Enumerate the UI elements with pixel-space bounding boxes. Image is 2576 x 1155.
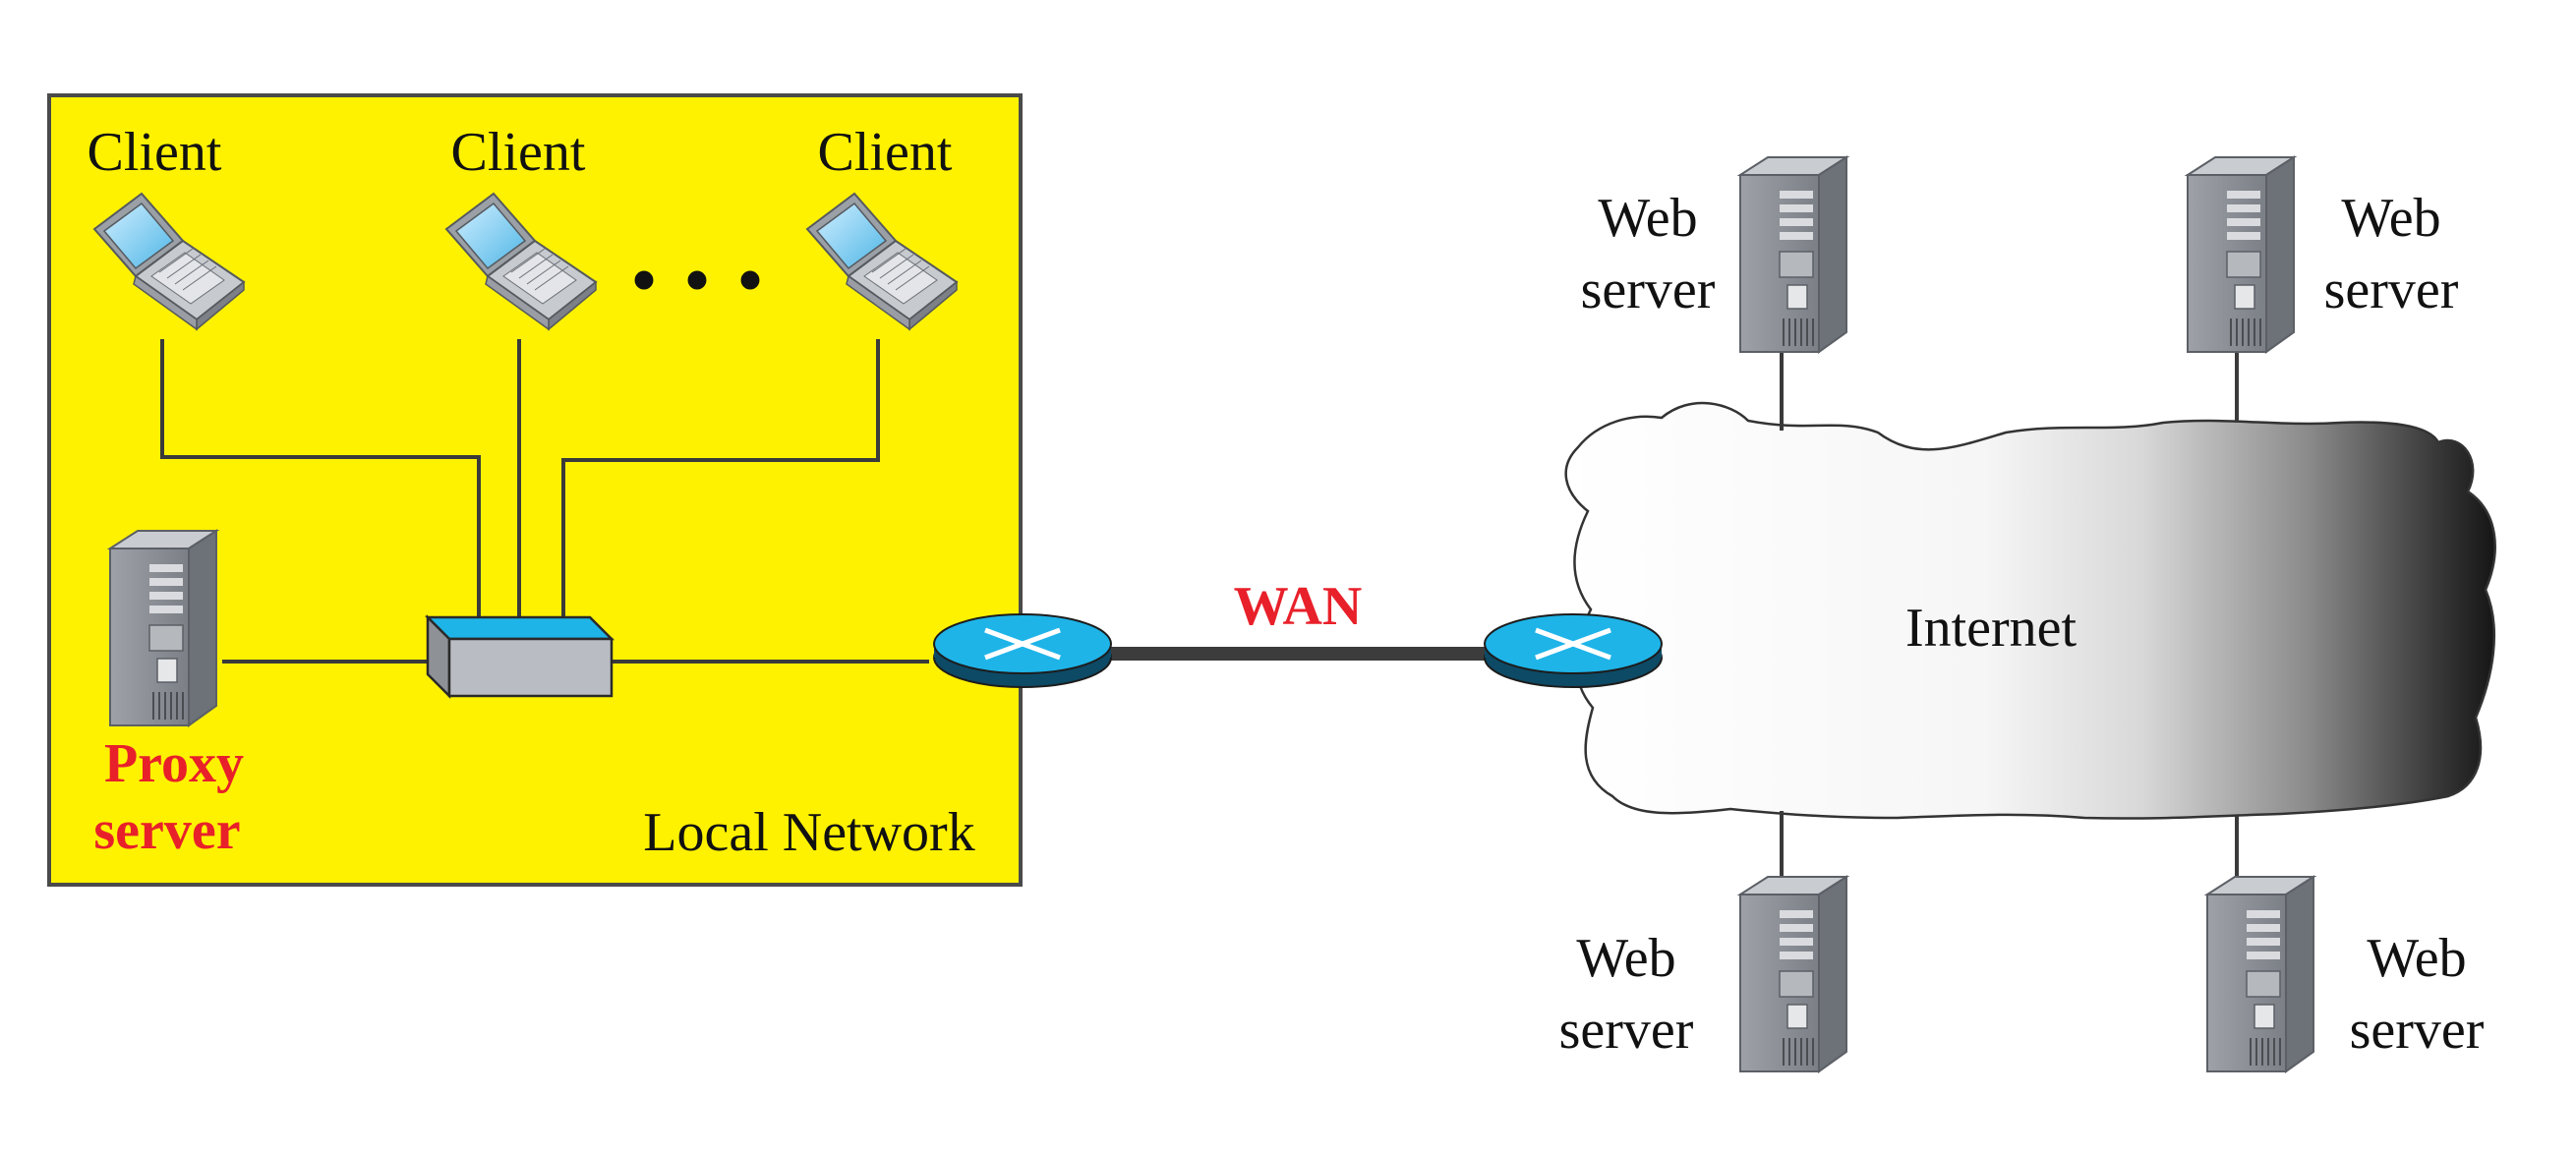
web-server-icon[interactable] [1739,156,1847,353]
internet-wiring [1780,349,2239,880]
web-server-label: server [2350,1000,2485,1061]
web-server-label: Web [2367,928,2466,989]
web-server-label: server [1559,1000,1694,1061]
ellipsis-more-clients: • • • [632,243,769,318]
web-server-label: server [1581,260,1716,320]
local-network-label: Local Network [643,802,974,863]
web-server-label: server [2324,260,2459,320]
client-label: Client [451,122,586,183]
proxy-server-label: Proxy [104,733,244,794]
internet-cloud [1564,401,2496,820]
web-server-label: Web [2341,188,2440,249]
lan-wiring [160,339,929,664]
web-server-icon[interactable] [2187,156,2295,353]
lan-router-icon[interactable] [934,614,1111,687]
proxy-server-label: server [93,800,240,861]
wan-label: WAN [1234,576,1363,637]
web-server-icon[interactable] [1739,876,1847,1072]
internet-router-icon[interactable] [1485,614,1662,687]
web-server-label: Web [1576,928,1675,989]
proxy-server-icon[interactable] [109,530,217,726]
web-server-label: Web [1598,188,1697,249]
web-server-icon[interactable] [2206,876,2314,1072]
internet-label: Internet [1905,598,2078,659]
switch-icon[interactable] [424,613,615,700]
client-label: Client [818,122,953,183]
client-label: Client [88,122,222,183]
